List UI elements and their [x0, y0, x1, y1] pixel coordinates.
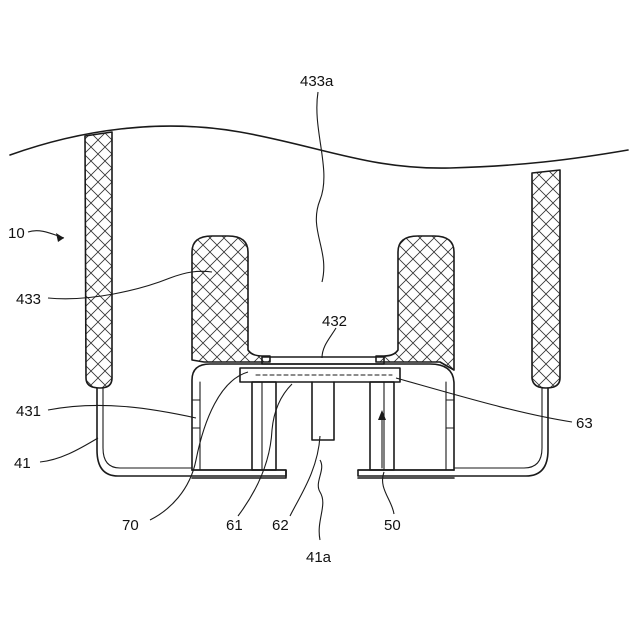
housing-outer	[192, 364, 454, 470]
label-10: 10	[8, 225, 25, 242]
right-wall	[532, 170, 560, 388]
leader-70	[150, 372, 248, 520]
leader-62	[290, 436, 320, 516]
leader-433	[48, 271, 212, 299]
leader-433a	[316, 92, 324, 282]
leader-41	[40, 438, 98, 462]
label-433: 433	[16, 291, 41, 308]
label-62: 62	[272, 517, 289, 534]
leader-61	[238, 384, 292, 516]
right-lead	[358, 388, 548, 476]
leader-431	[48, 405, 196, 418]
label-50: 50	[384, 517, 401, 534]
label-41a: 41a	[306, 549, 332, 566]
label-63: 63	[576, 415, 593, 432]
label-433a: 433a	[300, 73, 334, 90]
label-41: 41	[14, 455, 31, 472]
leader-41a	[318, 460, 323, 540]
left-lead-inner	[103, 388, 192, 468]
label-431: 431	[16, 403, 41, 420]
post-arrow-head	[378, 410, 386, 420]
left-column	[192, 236, 270, 362]
left-wall	[85, 132, 112, 388]
label-61: 61	[226, 517, 243, 534]
top-plate	[262, 357, 384, 364]
leader-10-arrowhead	[56, 233, 64, 242]
label-70: 70	[122, 517, 139, 534]
right-lead-inner	[454, 388, 542, 468]
label-432: 432	[322, 313, 347, 330]
leader-432	[322, 328, 336, 358]
right-column	[376, 236, 454, 370]
center-stem	[312, 382, 334, 440]
